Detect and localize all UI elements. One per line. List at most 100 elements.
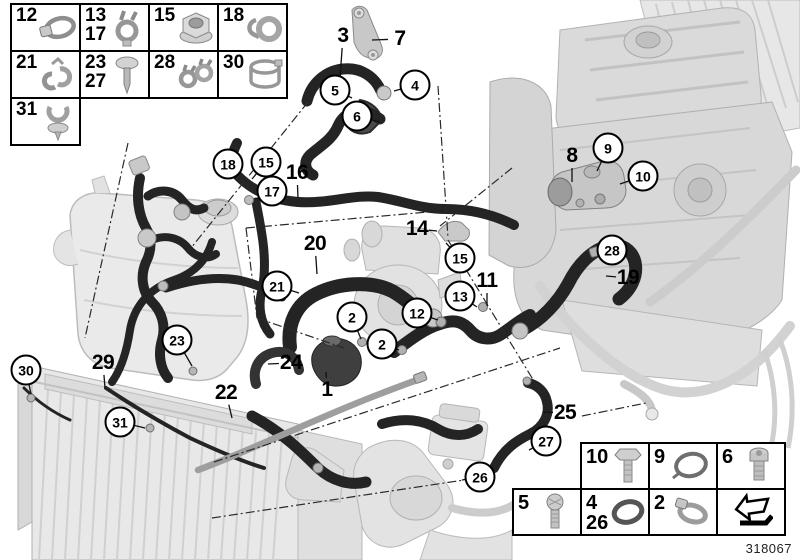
legend-cell-5[interactable]: 5	[512, 488, 582, 536]
callout-24[interactable]: 24	[279, 351, 303, 374]
legend-cell-numbers: 5	[518, 492, 530, 514]
expansion-rivet-icon	[106, 52, 148, 97]
bracket-14	[437, 220, 470, 242]
callout-22[interactable]: 22	[214, 381, 238, 404]
thermostat-housing-1	[311, 335, 362, 387]
legend-cell-numbers: 15	[154, 5, 176, 26]
callout-14[interactable]: 14	[405, 217, 429, 240]
direction-arrow-cell	[716, 488, 786, 536]
rivet-clip-icon	[37, 99, 79, 144]
callout-21[interactable]: 21	[261, 270, 293, 302]
hook-clip-icon	[244, 5, 286, 50]
legend-cell-numbers: 30	[223, 52, 245, 73]
leader-line-2	[356, 329, 362, 340]
legend-cell-numbers: 2	[654, 492, 666, 514]
callout-17[interactable]: 17	[256, 175, 288, 207]
worm-clamp-icon	[37, 5, 79, 50]
callout-2[interactable]: 2	[336, 301, 368, 333]
holder-clip-icon	[37, 52, 79, 97]
callout-2[interactable]: 2	[366, 328, 398, 360]
callout-3[interactable]: 3	[337, 24, 349, 47]
legend-cell-numbers: 21	[16, 52, 38, 73]
callout-1[interactable]: 1	[321, 378, 333, 401]
leader-line-23	[183, 351, 193, 367]
callout-7[interactable]: 7	[394, 27, 406, 50]
double-clamp-icon	[175, 52, 217, 97]
callout-13[interactable]: 13	[444, 280, 476, 312]
band-clamp-icon	[665, 490, 716, 534]
leader-line-31	[133, 424, 146, 429]
diagram-id: 318067	[745, 541, 792, 556]
callout-5[interactable]: 5	[319, 74, 351, 106]
callout-20[interactable]: 20	[303, 232, 327, 255]
legend-cell-15[interactable]: 15	[148, 3, 219, 52]
legend-cell-9[interactable]: 9	[648, 442, 718, 490]
flange-nut-icon	[175, 5, 217, 50]
callout-25[interactable]: 25	[553, 401, 577, 424]
callout-29[interactable]: 29	[91, 351, 115, 374]
legend-cell-18[interactable]: 18	[217, 3, 288, 52]
callout-30[interactable]: 30	[10, 354, 42, 386]
clamp-ring-icon	[665, 444, 716, 488]
callout-11[interactable]: 11	[476, 269, 498, 292]
legend-cell-31[interactable]: 31	[10, 97, 81, 146]
leader-line-3	[339, 47, 343, 79]
callout-19[interactable]: 19	[616, 266, 640, 289]
legend-cell-numbers: 10	[586, 446, 609, 468]
legend-cell-2[interactable]: 2	[648, 488, 718, 536]
leader-line-7	[371, 38, 389, 41]
legend-cell-numbers: 12	[16, 5, 38, 26]
callout-16[interactable]: 16	[285, 161, 309, 184]
direction-arrow-icon	[722, 490, 784, 534]
callout-15[interactable]: 15	[250, 146, 282, 178]
legend-cell-30[interactable]: 30	[217, 50, 288, 99]
legend-cell-28[interactable]: 28	[148, 50, 219, 99]
spring-clamp-icon	[106, 5, 148, 50]
legend-cell-numbers: 31	[16, 99, 38, 120]
legend-cell-6[interactable]: 6	[716, 442, 786, 490]
callout-18[interactable]: 18	[212, 148, 244, 180]
callout-28[interactable]: 28	[596, 234, 628, 266]
leader-line-9	[596, 160, 603, 172]
leader-line-19	[605, 275, 617, 278]
hex-bolt-icon	[608, 444, 648, 488]
coolant-outlet-8	[547, 160, 627, 211]
legend-cell-numbers: 18	[223, 5, 245, 26]
callout-27[interactable]: 27	[530, 425, 562, 457]
bracket-7	[351, 5, 383, 61]
legend-cell-numbers: 6	[722, 446, 734, 468]
leader-line-20	[315, 255, 318, 275]
legend-cell-numbers: 9	[654, 446, 666, 468]
callout-4[interactable]: 4	[399, 69, 431, 101]
legend-cell-21[interactable]: 21	[10, 50, 81, 99]
torx-bolt-icon	[733, 444, 784, 488]
callout-31[interactable]: 31	[104, 406, 136, 438]
callout-8[interactable]: 8	[566, 144, 578, 167]
callout-23[interactable]: 23	[161, 324, 193, 356]
callout-12[interactable]: 12	[401, 297, 433, 329]
callout-26[interactable]: 26	[464, 461, 496, 493]
leader-line-21	[290, 289, 300, 294]
leader-line-29	[103, 374, 106, 389]
callout-10[interactable]: 10	[627, 160, 659, 192]
callout-15[interactable]: 15	[444, 242, 476, 274]
engine-ghost	[488, 0, 800, 453]
leader-line-30	[28, 383, 32, 395]
leader-line-16	[296, 184, 299, 199]
leader-line-14	[428, 229, 438, 232]
legend-cell-numbers: 28	[154, 52, 176, 73]
o-ring-icon	[608, 490, 648, 534]
callout-9[interactable]: 9	[592, 132, 624, 164]
legend-cell-10[interactable]: 10	[580, 442, 650, 490]
leader-line-6	[370, 118, 381, 123]
ring-collar-icon	[244, 52, 286, 97]
legend-cell-12[interactable]: 12	[10, 3, 81, 52]
callout-6[interactable]: 6	[341, 100, 373, 132]
